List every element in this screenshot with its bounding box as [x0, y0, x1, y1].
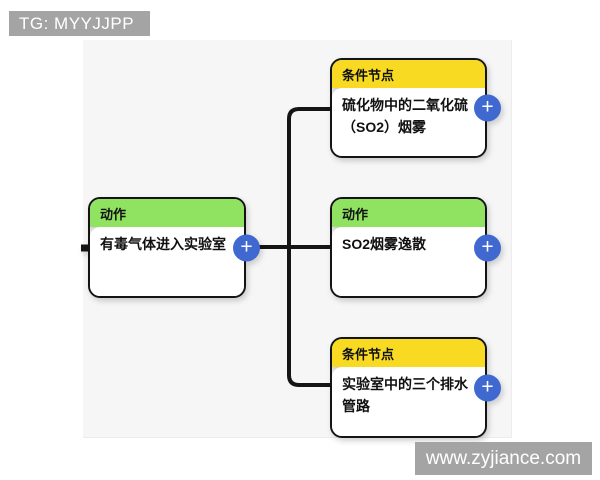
add-child-button[interactable]: + — [474, 374, 501, 401]
node-condition-drain[interactable]: 条件节点 实验室中的三个排水管路 + — [330, 337, 501, 438]
node-type-header: 条件节点 — [332, 60, 485, 88]
plus-icon: + — [481, 375, 494, 398]
node-card: 动作 SO2烟雾逸散 — [330, 197, 487, 298]
add-child-button[interactable]: + — [474, 234, 501, 261]
node-type-header: 动作 — [90, 199, 244, 227]
add-child-button[interactable]: + — [233, 234, 260, 261]
plus-icon: + — [481, 235, 494, 258]
node-type-label: 条件节点 — [342, 346, 395, 362]
node-type-label: 动作 — [342, 206, 369, 222]
node-type-label: 动作 — [100, 206, 127, 222]
node-body-text: 实验室中的三个排水管路 — [332, 367, 485, 436]
node-action-source[interactable]: 动作 有毒气体进入实验室 + — [81, 197, 260, 298]
site-watermark: www.zyjiance.com — [415, 442, 592, 475]
plus-icon: + — [240, 235, 253, 258]
tg-watermark-text: TG: MYYJJPP — [19, 13, 135, 33]
node-type-header: 动作 — [332, 199, 485, 227]
node-card: 动作 有毒气体进入实验室 — [88, 197, 246, 298]
node-condition-so2[interactable]: 条件节点 硫化物中的二氧化硫（SO2）烟雾 + — [330, 58, 501, 158]
node-type-label: 条件节点 — [342, 67, 395, 83]
add-child-button[interactable]: + — [474, 94, 501, 122]
tg-watermark-badge: TG: MYYJJPP — [9, 11, 150, 36]
node-body-text: 硫化物中的二氧化硫（SO2）烟雾 — [332, 88, 485, 156]
plus-icon: + — [481, 95, 494, 119]
node-card: 条件节点 硫化物中的二氧化硫（SO2）烟雾 — [330, 58, 487, 158]
node-body-text: SO2烟雾逸散 — [332, 227, 485, 296]
node-body-text: 有毒气体进入实验室 — [90, 227, 244, 296]
node-card: 条件节点 实验室中的三个排水管路 — [330, 337, 487, 438]
node-type-header: 条件节点 — [332, 339, 485, 367]
site-watermark-text: www.zyjiance.com — [425, 447, 582, 469]
input-port[interactable] — [81, 244, 88, 251]
node-action-diffuse[interactable]: 动作 SO2烟雾逸散 + — [330, 197, 501, 298]
